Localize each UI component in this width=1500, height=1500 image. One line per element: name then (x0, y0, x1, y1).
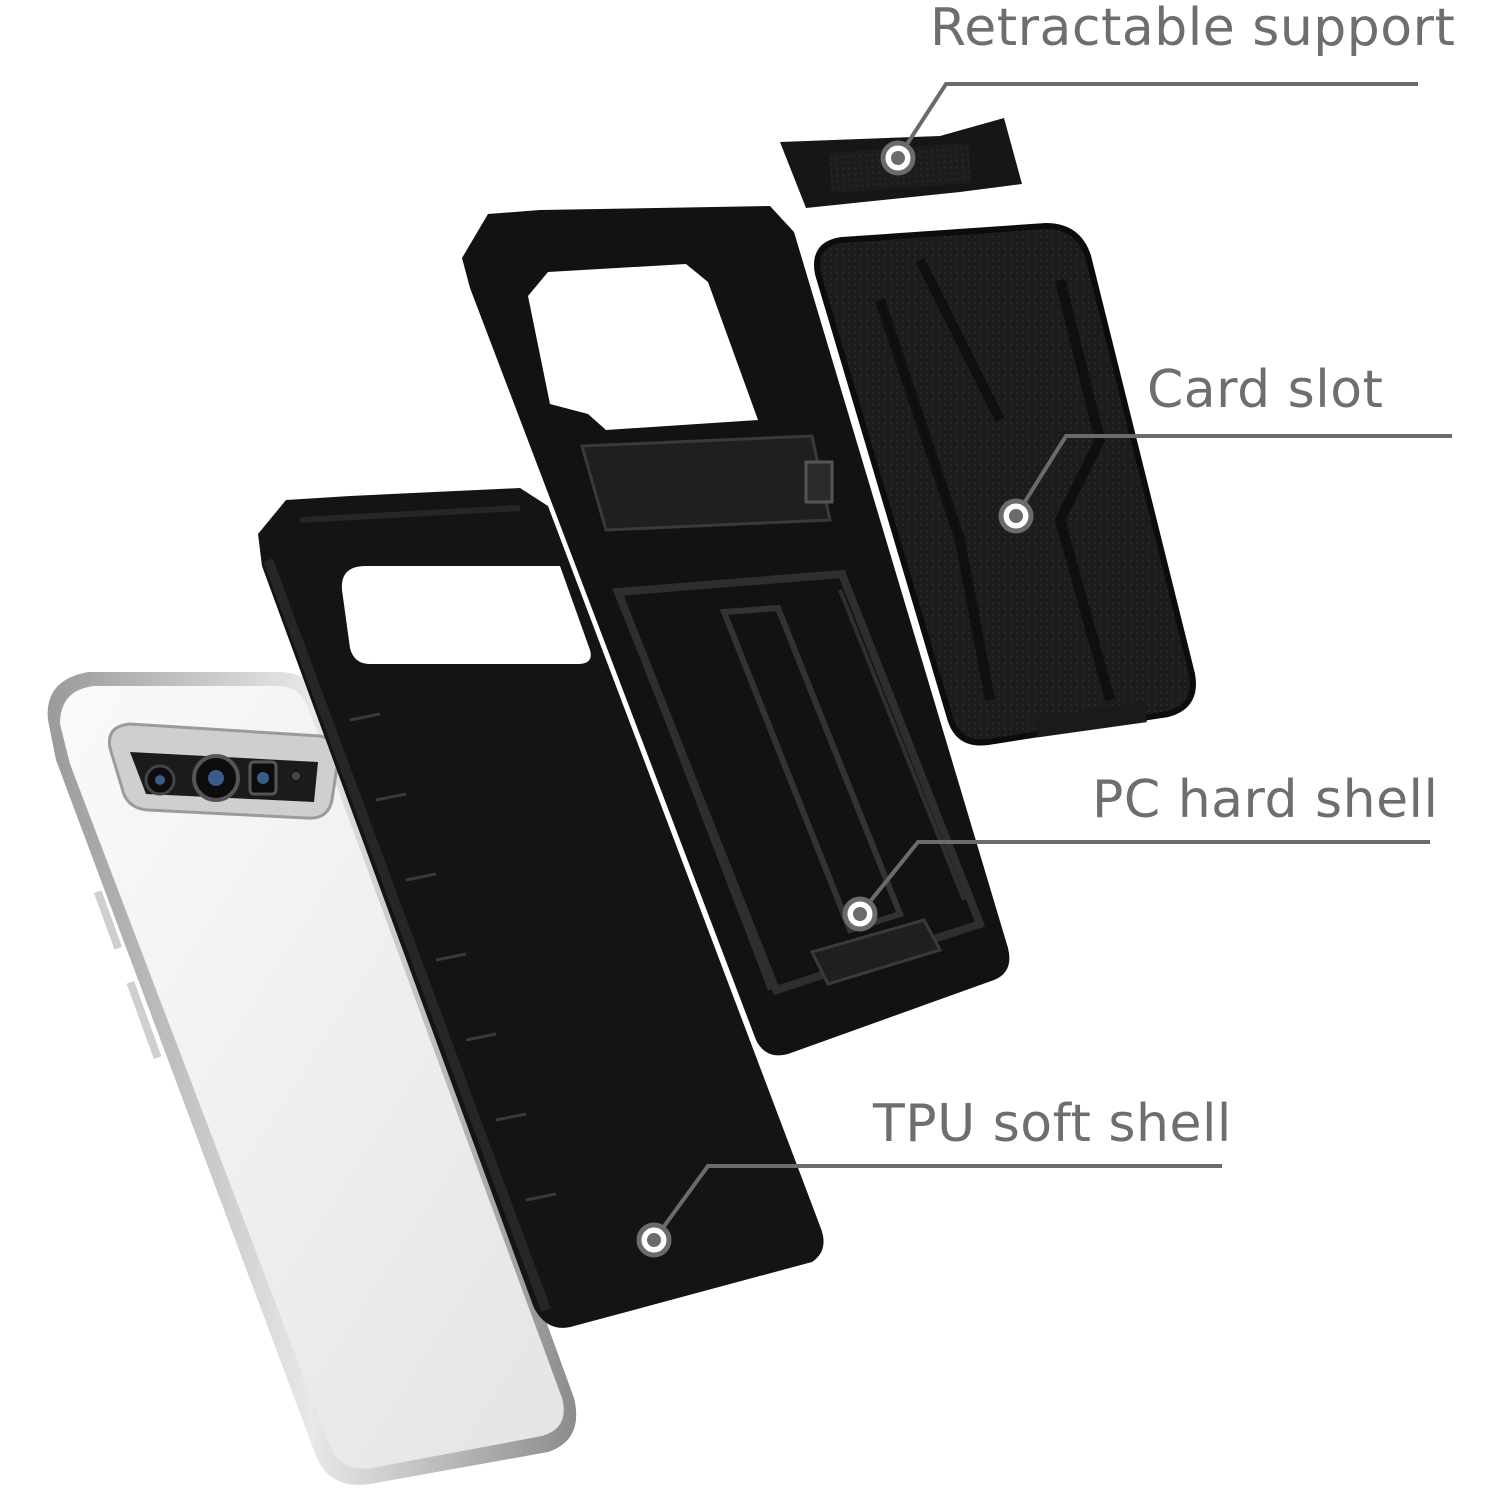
callout-line-support (896, 82, 1418, 160)
phone (47, 672, 577, 1485)
pc-hard-shell (462, 206, 1010, 1056)
callout-line-tpu (652, 1164, 1222, 1242)
callout-label-card-slot: Card slot (1147, 360, 1384, 420)
hinge-icon (804, 460, 834, 504)
tpu-soft-shell (258, 488, 824, 1328)
callout-label-retractable-support: Retractable support (930, 0, 1456, 58)
camera-cutout (341, 566, 591, 664)
card-slot-cover (814, 222, 1196, 746)
callout-label-pc-hard-shell: PC hard shell (1092, 770, 1439, 830)
callout-label-tpu-soft-shell: TPU soft shell (873, 1094, 1232, 1154)
callout-line-pc (858, 840, 1430, 916)
callout-lines (652, 82, 1452, 1242)
callout-line-card (1014, 434, 1452, 518)
camera-opening (528, 264, 758, 430)
